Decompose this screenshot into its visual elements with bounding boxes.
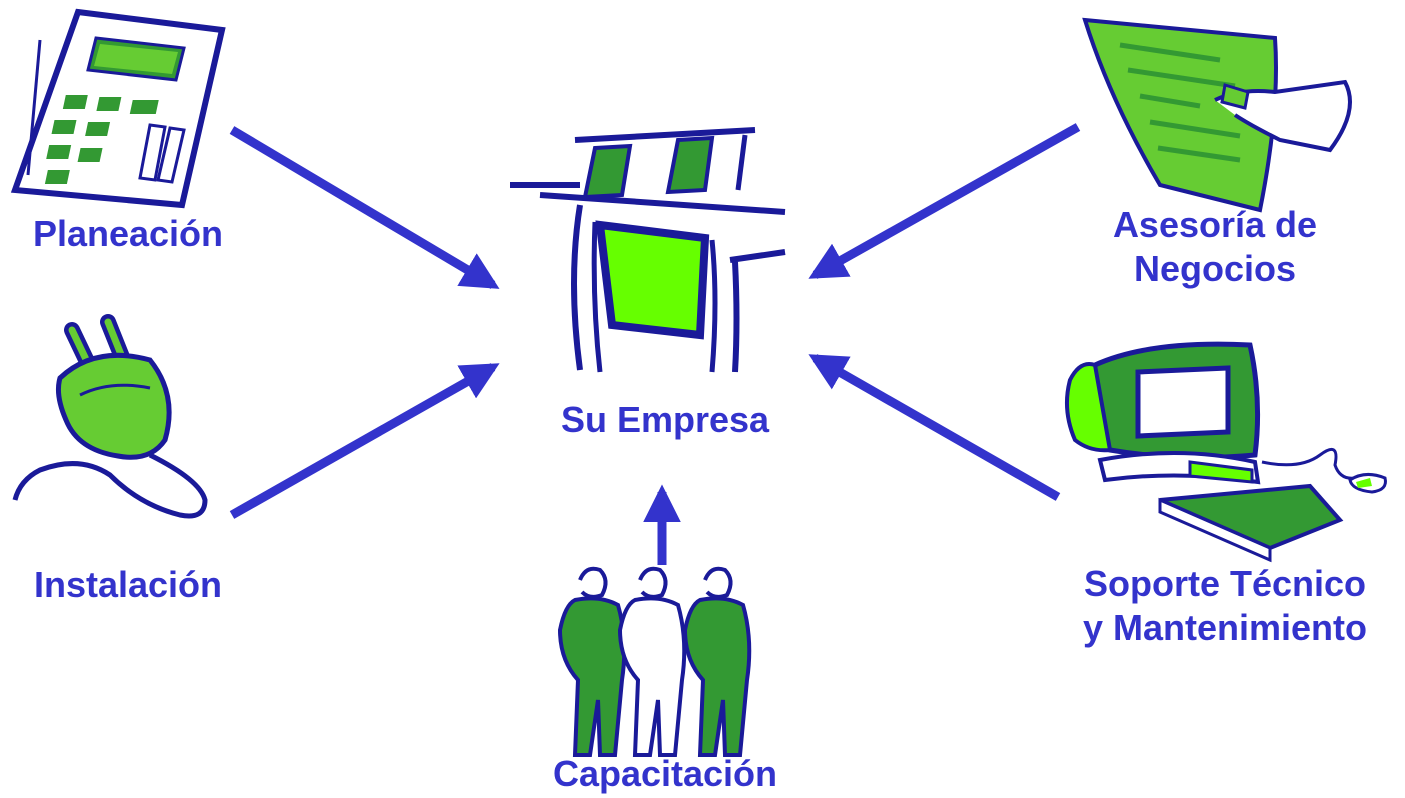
document-hand-icon bbox=[1082, 17, 1352, 213]
label-planeacion: Planeación bbox=[32, 213, 224, 254]
label-asesoria: Asesoría de Negocios bbox=[1112, 204, 1318, 289]
calculator-icon bbox=[10, 8, 226, 209]
label-soporte: Soporte Técnico y Mantenimiento bbox=[1082, 563, 1368, 648]
label-capacitacion: Capacitación bbox=[552, 753, 778, 794]
label-instalacion: Instalación bbox=[33, 564, 223, 605]
arrow-planeacion bbox=[229, 126, 500, 289]
arrow-asesoria bbox=[808, 123, 1081, 279]
storefront-icon bbox=[510, 127, 786, 373]
label-su-empresa: Su Empresa bbox=[560, 399, 770, 440]
computer-icon bbox=[1064, 341, 1387, 563]
people-icon bbox=[557, 566, 752, 757]
arrow-soporte bbox=[808, 354, 1061, 501]
plug-icon bbox=[12, 314, 208, 519]
arrow-instalacion bbox=[229, 363, 500, 519]
arrows bbox=[229, 123, 1081, 565]
